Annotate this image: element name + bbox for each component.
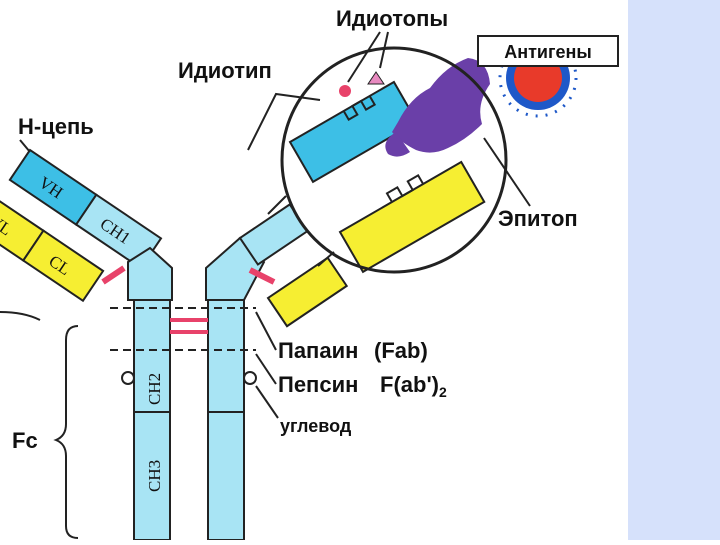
fab-label: (Fab)	[374, 338, 428, 363]
carbohydrate-label: углевод	[280, 416, 352, 436]
virus-spikes	[498, 38, 578, 118]
zoom-heavy-domain	[288, 80, 419, 184]
ch2-right	[207, 299, 245, 413]
right-arm	[205, 203, 349, 328]
cl-domain-left	[21, 229, 105, 303]
pepsin-label: Пепсин	[278, 372, 358, 397]
zoom-connector-lower	[317, 251, 335, 267]
disulfide-left	[101, 265, 126, 285]
zoom-light-domain	[338, 160, 486, 274]
fab2-label: F(ab')2	[380, 372, 447, 400]
fc-brace	[53, 325, 79, 539]
zoom-light-teeth	[385, 173, 425, 203]
idiotype-label: Идиотип	[178, 58, 272, 83]
epitope-arrow	[483, 137, 531, 207]
ch2-left	[133, 299, 171, 413]
heavy-chain-label: Н-цепь	[18, 114, 94, 139]
ch3-left	[133, 411, 171, 541]
zoom-heavy-teeth	[342, 95, 377, 122]
idiotope-marker-2	[367, 71, 385, 85]
zoom-antigen-lobe	[385, 132, 410, 157]
papain-arrow	[255, 311, 277, 351]
light-chain-brace	[0, 311, 41, 321]
carbohydrate-left	[121, 371, 135, 385]
carbohydrate-arrow	[255, 385, 279, 419]
idiotope-arrow-2	[379, 31, 389, 69]
zoom-circle-outline	[280, 46, 508, 274]
hinge-left-upper	[127, 246, 173, 301]
pepsin-arrow	[255, 353, 277, 385]
carbohydrate-right	[243, 371, 257, 385]
epitope-label: Эпитоп	[498, 206, 578, 231]
idiotopes-label: Идиотопы	[336, 6, 448, 31]
zoom-connector-upper	[267, 195, 287, 215]
antigens-label-box	[477, 35, 619, 67]
fc-label: Fc	[12, 428, 38, 453]
cl-domain-right	[266, 256, 349, 328]
idiotype-bracket	[247, 92, 321, 151]
zoom-circle	[280, 46, 508, 274]
ch3-right	[207, 411, 245, 541]
idiotope-arrow-1	[347, 31, 381, 83]
papain-label: Папаин	[278, 338, 358, 363]
disulfide-right	[248, 267, 276, 285]
fc-stem: CH2 CH3	[121, 299, 257, 541]
fab2-sub: 2	[439, 384, 447, 400]
idiotope-dot-1	[339, 85, 351, 97]
antigens-label: Антигены	[504, 42, 592, 62]
ch3-label: CH3	[145, 460, 164, 492]
side-panel-texture	[628, 0, 720, 540]
left-arm: VH CH1 VL CL	[0, 148, 173, 303]
ch2-label: CH2	[145, 373, 164, 405]
side-panel	[628, 0, 720, 540]
fab2-main: F(ab')	[380, 372, 439, 397]
zoom-antigen-purple	[392, 58, 490, 153]
heavy-chain-arrow	[19, 139, 31, 153]
